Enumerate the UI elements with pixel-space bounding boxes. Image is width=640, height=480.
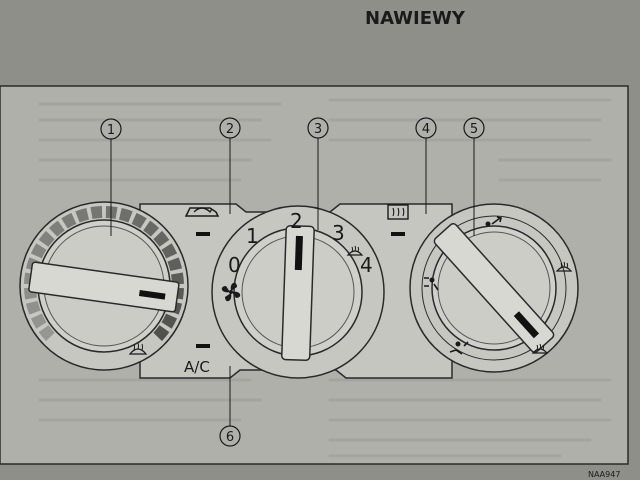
callout-4: 4 xyxy=(415,117,437,214)
svg-text:6: 6 xyxy=(226,430,234,445)
svg-text:5: 5 xyxy=(470,122,478,137)
temperature-scale-segment xyxy=(30,313,47,329)
temperature-scale-segment xyxy=(105,206,118,219)
ac-label: A/C xyxy=(184,358,210,376)
temperature-scale-segment xyxy=(153,325,170,342)
temperature-scale-segment xyxy=(90,206,103,219)
temperature-control xyxy=(19,201,189,371)
callout-6: 6 xyxy=(219,366,241,447)
figure-code: NAA947 xyxy=(588,470,620,479)
temperature-scale-segment xyxy=(38,230,55,247)
fan-speed-label-3: 3 xyxy=(332,221,345,245)
face-vent-icon xyxy=(485,216,502,227)
temperature-knob-handle[interactable] xyxy=(28,261,180,313)
temperature-scale-segment xyxy=(143,220,160,237)
air-mode-scale-ring xyxy=(421,215,567,361)
svg-text:3: 3 xyxy=(314,122,322,137)
temperature-scale-segment xyxy=(161,243,178,259)
fan-speed-label-4: 4 xyxy=(360,253,373,277)
rear-defroster-indicator xyxy=(391,232,405,236)
temperature-pointer xyxy=(138,290,166,300)
svg-text:4: 4 xyxy=(422,122,430,137)
rear-defroster-icon xyxy=(387,204,409,220)
ac-button[interactable]: A/C xyxy=(184,344,210,376)
temperature-scale-segment xyxy=(167,257,183,271)
temperature-scale-segment xyxy=(75,207,89,223)
temperature-scale-segment xyxy=(25,301,41,315)
fan-speed-label-1: 1 xyxy=(246,224,259,248)
fan-speed-label-2: 2 xyxy=(290,209,303,233)
temperature-scale-segment xyxy=(61,212,77,229)
svg-text:2: 2 xyxy=(226,122,234,137)
temperature-scale-segment xyxy=(131,212,147,229)
air-mode-knob-handle[interactable] xyxy=(433,222,556,354)
callout-3: 3 xyxy=(307,117,329,230)
temperature-scale-segment xyxy=(161,313,178,329)
ac-indicator xyxy=(196,344,210,348)
temperature-scale-segment xyxy=(30,243,47,259)
fan-defrost-icon xyxy=(346,245,364,256)
temperature-scale-segment xyxy=(48,220,65,237)
callout-5: 5 xyxy=(463,117,485,236)
fan-icon xyxy=(221,282,241,302)
foot-vent-icon xyxy=(449,341,469,355)
recirculation-car-icon xyxy=(184,207,220,217)
recirculation-indicator xyxy=(196,232,210,236)
recirculation-button[interactable] xyxy=(184,207,220,236)
callout-2: 2 xyxy=(219,117,241,214)
windshield-defrost-icon xyxy=(128,342,148,355)
temperature-scale-segment xyxy=(119,207,133,223)
air-mode-control xyxy=(409,203,579,373)
air-mode-pointer xyxy=(513,311,540,339)
defrost-mode-icon xyxy=(555,261,573,272)
foot-defrost-icon xyxy=(531,343,549,354)
temperature-scale-segment xyxy=(38,325,55,342)
rear-defroster-button[interactable] xyxy=(387,204,409,236)
fan-speed-pointer xyxy=(294,235,303,271)
svg-text:1: 1 xyxy=(107,123,115,138)
fan-speed-knob-handle[interactable] xyxy=(281,224,315,362)
temperature-scale-segment xyxy=(153,230,170,247)
fan-speed-control: 0 1 2 3 4 xyxy=(211,205,385,379)
bilevel-vent-icon xyxy=(424,277,439,291)
page-header: NAWIEWY xyxy=(365,8,466,29)
background-print xyxy=(38,98,612,458)
fan-speed-label-0: 0 xyxy=(228,253,241,277)
callout-1: 1 xyxy=(100,118,122,236)
